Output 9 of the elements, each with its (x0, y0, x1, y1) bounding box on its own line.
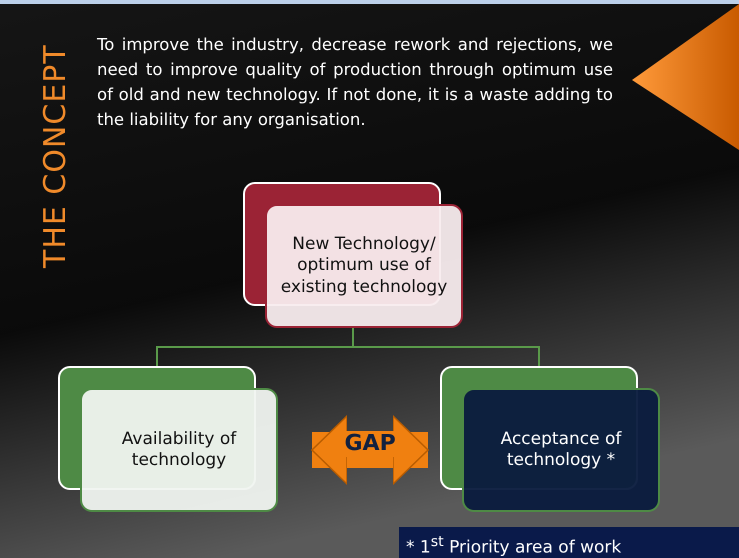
vertical-title: THE CONCEPT (38, 44, 73, 268)
footnote-banner: * 1$^{st}$ Priority area of work (399, 527, 739, 558)
concept-box: Availability of technology (80, 388, 278, 512)
concept-box: Acceptance of technology * (462, 388, 660, 512)
edge-label: GAP (342, 431, 398, 457)
concept-box: New Technology/ optimum use of existing technology (265, 204, 463, 328)
connector-line (352, 328, 540, 366)
double-arrow (311, 415, 429, 485)
intro-paragraph: To improve the industry, decrease rework and rejections, we need to improve quality of production through optimum use of old and new technology. If not done, it is a waste adding to the liability for any organisation. (97, 34, 613, 131)
